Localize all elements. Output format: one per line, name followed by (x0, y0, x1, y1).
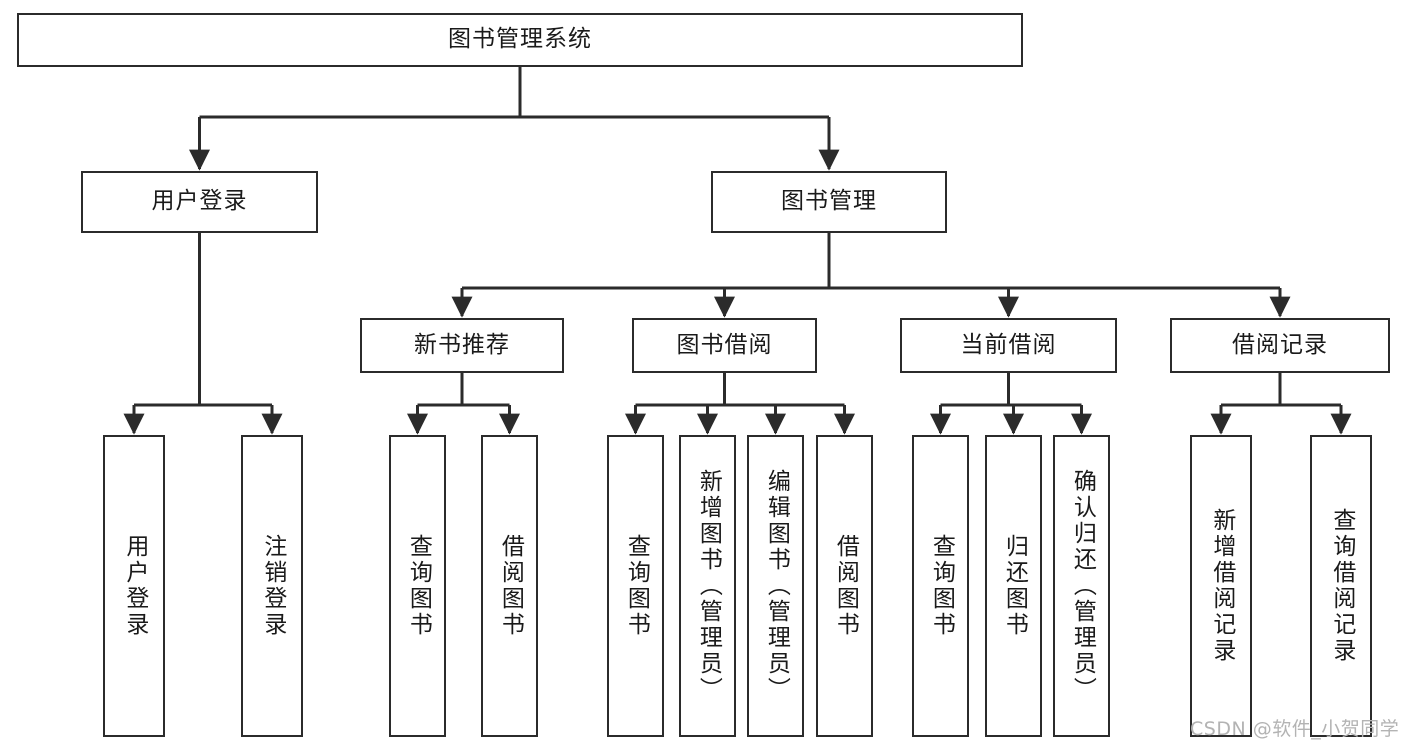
node-leaf-borrow-book-2[interactable]: 借阅图书 (816, 435, 873, 737)
node-label: 新书推荐 (414, 331, 510, 358)
node-book-borrow[interactable]: 图书借阅 (632, 318, 817, 373)
node-label: 查询图书 (405, 534, 432, 638)
node-leaf-query-book-1[interactable]: 查询图书 (389, 435, 446, 737)
node-leaf-query-record[interactable]: 查询借阅记录 (1310, 435, 1372, 737)
node-label: 查询图书 (623, 534, 650, 638)
node-leaf-borrow-book-1[interactable]: 借阅图书 (481, 435, 538, 737)
node-label: 用户登录 (151, 188, 248, 215)
node-leaf-add-record[interactable]: 新增借阅记录 (1190, 435, 1252, 737)
node-leaf-user-login[interactable]: 用户登录 (103, 435, 165, 737)
node-label: 图书管理系统 (448, 26, 592, 53)
node-label: 借阅图书 (497, 534, 524, 638)
node-book-manage[interactable]: 图书管理 (711, 171, 947, 233)
node-leaf-logout[interactable]: 注销登录 (241, 435, 303, 737)
node-root[interactable]: 图书管理系统 (17, 13, 1023, 67)
node-leaf-add-book[interactable]: 新增图书（管理员） (679, 435, 736, 737)
node-leaf-confirm-return[interactable]: 确认归还（管理员） (1053, 435, 1110, 737)
node-label: 确认归还（管理员） (1069, 469, 1096, 703)
watermark-text: CSDN @软件_小贺同学 (1190, 718, 1400, 740)
node-label: 图书管理 (781, 188, 877, 215)
node-leaf-return-book[interactable]: 归还图书 (985, 435, 1042, 737)
node-new-book-recommend[interactable]: 新书推荐 (360, 318, 564, 373)
node-label: 注销登录 (259, 534, 286, 638)
node-label: 图书借阅 (676, 331, 773, 358)
node-label: 借阅记录 (1232, 331, 1328, 358)
node-label: 查询借阅记录 (1328, 508, 1355, 664)
node-leaf-edit-book[interactable]: 编辑图书（管理员） (747, 435, 804, 737)
node-current-borrow[interactable]: 当前借阅 (900, 318, 1117, 373)
node-label: 当前借阅 (960, 331, 1057, 358)
node-borrow-record[interactable]: 借阅记录 (1170, 318, 1390, 373)
node-label: 借阅图书 (832, 534, 859, 638)
node-label: 用户登录 (121, 534, 148, 638)
node-leaf-query-book-3[interactable]: 查询图书 (912, 435, 969, 737)
node-label: 新增借阅记录 (1208, 508, 1235, 664)
node-label: 查询图书 (928, 534, 955, 638)
node-label: 新增图书（管理员） (695, 469, 722, 703)
node-leaf-query-book-2[interactable]: 查询图书 (607, 435, 664, 737)
node-user-login[interactable]: 用户登录 (81, 171, 318, 233)
node-label: 归还图书 (1001, 534, 1028, 638)
node-label: 编辑图书（管理员） (763, 469, 790, 703)
